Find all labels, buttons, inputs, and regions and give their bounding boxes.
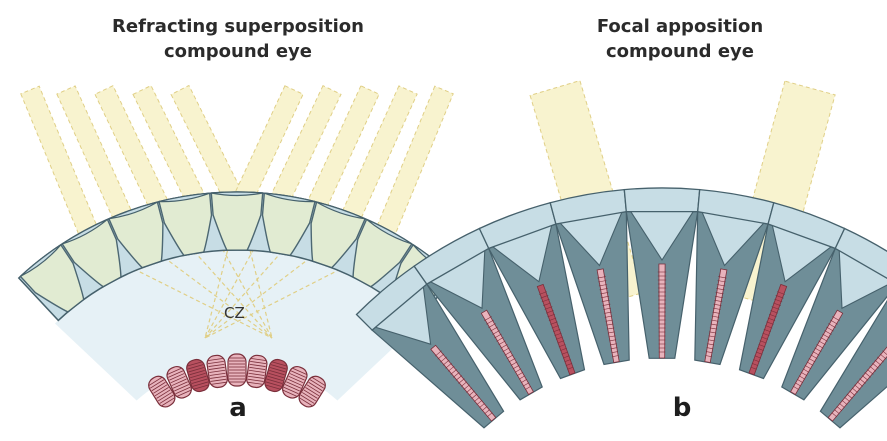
rhabdom [228, 354, 246, 386]
ommatidia-apposition [357, 188, 887, 428]
clear-zone-label: CZ [224, 304, 245, 322]
panel-label-b: b [662, 393, 702, 423]
panel-label-a: a [218, 393, 258, 423]
superposition-eye-illustration: CZ [19, 86, 455, 410]
facet-lens [624, 188, 699, 212]
